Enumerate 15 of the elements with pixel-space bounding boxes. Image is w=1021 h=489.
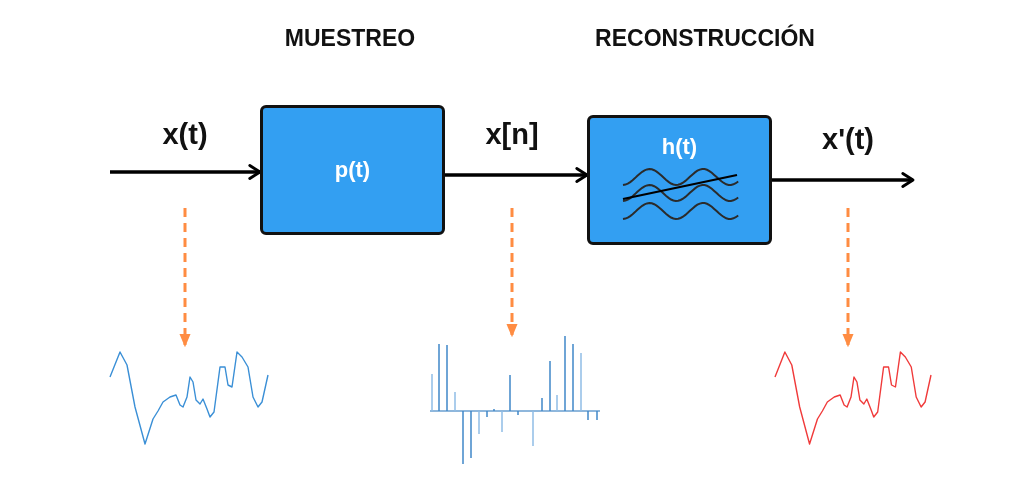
dashed-arrow (506, 208, 518, 338)
arrow (445, 167, 589, 183)
block-label: p(t) (334, 156, 371, 184)
signal-label: x'(t) (822, 122, 874, 158)
dashed-arrow (179, 208, 191, 348)
arrow (772, 172, 915, 188)
arrow (110, 164, 262, 180)
block-box (260, 105, 445, 235)
block-box (587, 115, 772, 245)
section-title: MUESTREO (284, 23, 416, 53)
dashed-arrow (842, 208, 854, 348)
block-label: h(t) (661, 133, 698, 161)
section-title: RECONSTRUCCIÓN (595, 23, 815, 53)
signal-label: x[n] (485, 117, 539, 153)
signal-label: x(t) (162, 117, 208, 153)
